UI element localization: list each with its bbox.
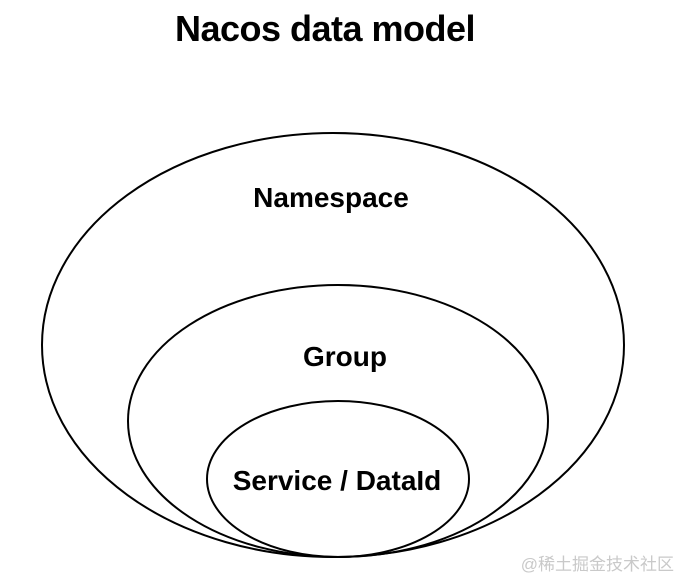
group-ellipse [127, 284, 549, 558]
diagram-title: Nacos data model [174, 8, 476, 49]
namespace-label: Namespace [253, 182, 409, 213]
watermark-text: @稀土掘金技术社区 [520, 555, 674, 574]
service-dataid-label: Service / DataId [233, 465, 442, 496]
group-label: Group [303, 341, 387, 372]
service-dataid-ellipse [206, 400, 470, 558]
